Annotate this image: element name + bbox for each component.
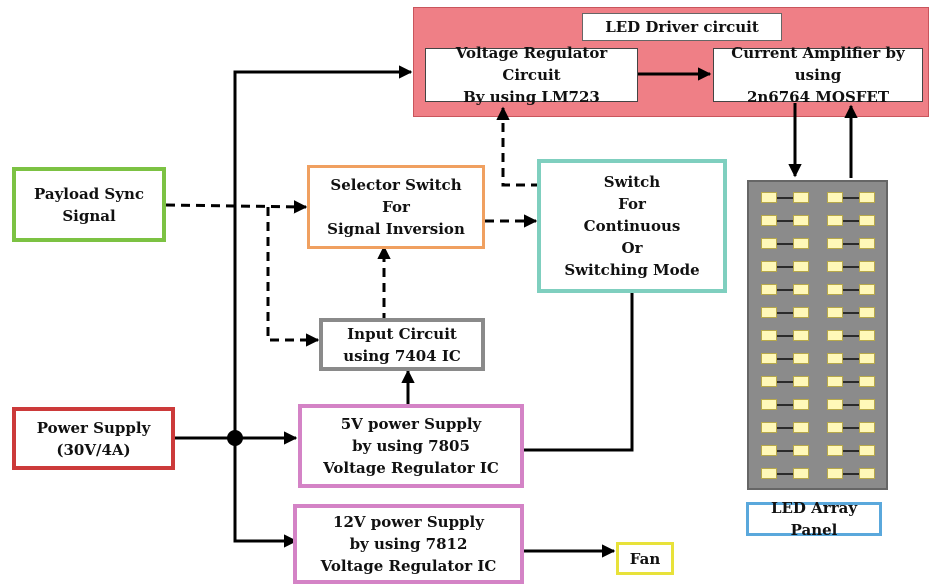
led-cell	[793, 353, 809, 364]
12v-supply-block: 12V power Supply by using 7812 Voltage R…	[293, 504, 524, 584]
led-wire	[843, 289, 859, 291]
led-wire	[777, 381, 793, 383]
led-cell	[859, 468, 875, 479]
led-wire	[777, 312, 793, 314]
led-driver-title: LED Driver circuit	[582, 13, 782, 41]
led-cell	[793, 468, 809, 479]
power-supply-block: Power Supply (30V/4A)	[12, 407, 175, 470]
led-wire	[843, 358, 859, 360]
led-cell	[793, 422, 809, 433]
mode-switch-block: Switch For Continuous Or Switching Mode	[537, 159, 727, 293]
led-cell	[793, 215, 809, 226]
led-wire	[777, 289, 793, 291]
junction-node	[227, 430, 243, 446]
current-amplifier-block: Current Amplifier by using 2n6764 MOSFET	[713, 44, 923, 106]
led-wire	[843, 243, 859, 245]
led-cell	[859, 284, 875, 295]
led-cell	[827, 353, 843, 364]
led-cell	[827, 422, 843, 433]
led-wire	[843, 427, 859, 429]
led-cell	[761, 399, 777, 410]
led-wire	[777, 473, 793, 475]
led-cell	[827, 238, 843, 249]
led-cell	[761, 330, 777, 341]
led-cell	[827, 376, 843, 387]
led-cell	[827, 284, 843, 295]
led-cell	[827, 445, 843, 456]
led-wire	[777, 335, 793, 337]
mode-switch-to-regulator	[496, 106, 540, 187]
led-wire	[777, 427, 793, 429]
led-cell	[761, 192, 777, 203]
payload-sync-block: Payload Sync Signal	[12, 167, 166, 242]
led-cell	[761, 238, 777, 249]
led-cell	[859, 192, 875, 203]
led-cell	[859, 445, 875, 456]
led-wire	[843, 473, 859, 475]
led-cell	[793, 399, 809, 410]
led-wire	[843, 450, 859, 452]
sync-to-input	[266, 207, 320, 347]
led-wire	[777, 266, 793, 268]
led-cell	[793, 261, 809, 272]
led-cell	[761, 445, 777, 456]
led-cell	[859, 307, 875, 318]
led-cell	[827, 399, 843, 410]
led-array-panel-graphic	[747, 180, 888, 490]
led-wire	[777, 243, 793, 245]
led-cell	[827, 468, 843, 479]
led-cell	[793, 284, 809, 295]
fan-block: Fan	[616, 542, 674, 575]
led-wire	[843, 404, 859, 406]
led-cell	[793, 376, 809, 387]
led-wire	[777, 197, 793, 199]
led-cell	[793, 192, 809, 203]
led-wire	[777, 220, 793, 222]
led-cell	[761, 422, 777, 433]
led-cell	[859, 238, 875, 249]
led-cell	[827, 192, 843, 203]
bus-to-12v	[233, 438, 298, 548]
led-wire	[777, 450, 793, 452]
led-wire	[843, 381, 859, 383]
led-wire	[843, 335, 859, 337]
selector-switch-block: Selector Switch For Signal Inversion	[307, 165, 485, 249]
led-cell	[793, 330, 809, 341]
led-wire	[777, 358, 793, 360]
led-cell	[859, 422, 875, 433]
5v-to-mode-switch	[524, 293, 634, 452]
led-cell	[761, 284, 777, 295]
led-cell	[859, 261, 875, 272]
led-cell	[827, 307, 843, 318]
led-wire	[777, 404, 793, 406]
led-cell	[761, 261, 777, 272]
led-wire	[843, 266, 859, 268]
led-cell	[827, 261, 843, 272]
led-wire	[843, 312, 859, 314]
5v-supply-block: 5V power Supply by using 7805 Voltage Re…	[298, 404, 524, 488]
led-cell	[793, 307, 809, 318]
led-cell	[827, 330, 843, 341]
led-cell	[761, 468, 777, 479]
led-wire	[843, 197, 859, 199]
led-cell	[761, 215, 777, 226]
led-cell	[761, 376, 777, 387]
led-array-panel-label: LED Array Panel	[746, 499, 882, 539]
led-cell	[859, 215, 875, 226]
led-cell	[793, 445, 809, 456]
bus-to-regulator	[233, 65, 413, 438]
led-cell	[859, 353, 875, 364]
input-circuit-block: Input Circuit using 7404 IC	[319, 318, 485, 371]
sync-to-selector	[165, 200, 308, 214]
led-cell	[859, 376, 875, 387]
led-cell	[761, 307, 777, 318]
led-cell	[793, 238, 809, 249]
led-cell	[859, 399, 875, 410]
led-cell	[827, 215, 843, 226]
voltage-regulator-block: Voltage Regulator Circuit By using LM723	[425, 44, 638, 106]
led-cell	[859, 330, 875, 341]
led-cell	[761, 353, 777, 364]
led-wire	[843, 220, 859, 222]
